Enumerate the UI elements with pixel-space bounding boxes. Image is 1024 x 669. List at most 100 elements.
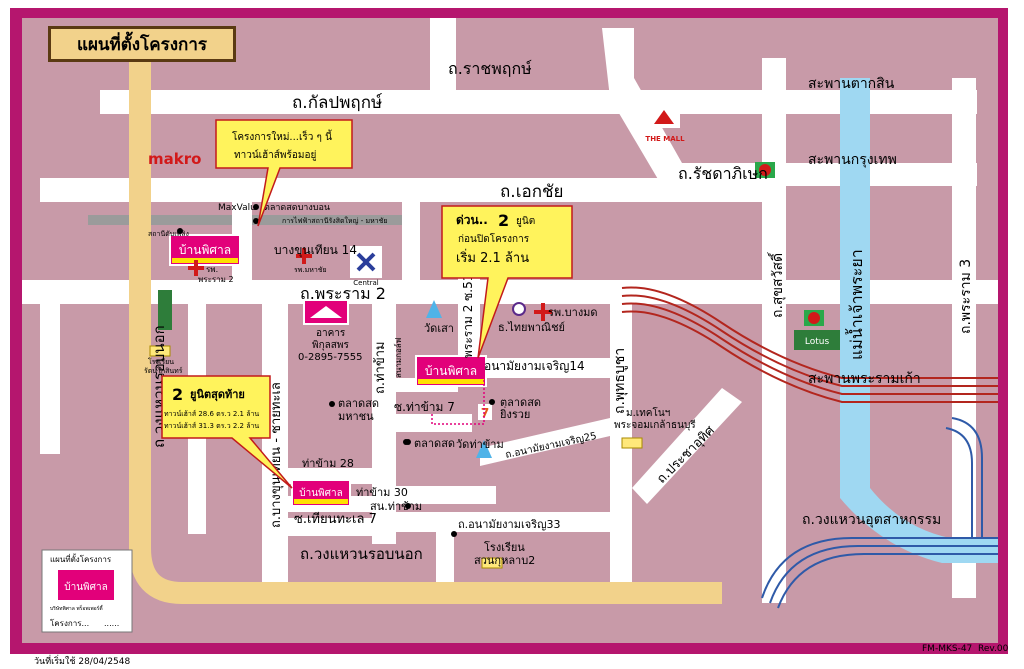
label-tha-kham-30: ท่าข้าม 30 [356, 486, 408, 499]
label-fire-station: สถานีดับเพลิง [148, 230, 189, 238]
label-hospital-rama2-a: รพ. [206, 265, 218, 274]
road-bang-khun-thian-chaitalay [262, 304, 288, 594]
label-bridge-rama9: สะพานพระรามเก้า [808, 371, 921, 387]
expressway-red [621, 286, 998, 403]
label-bang-khun-thian-chaitalay: ถ.บางขุนเทียน - ชายทะเล [268, 382, 284, 528]
lotus-icon: Lotus [794, 330, 840, 350]
location-dots [177, 204, 495, 537]
school-icon-1 [149, 345, 171, 357]
label-rama2: ถ.พระราม 2 [300, 284, 386, 303]
brand-marker-3-label: บ้านพิศาล [299, 487, 342, 499]
label-sathani-tha-kham: สน.ท่าข้าม [370, 500, 422, 513]
legend-box: แผนที่ตั้งโครงการ บ้านพิศาล บริษัทพิศาล … [41, 549, 133, 633]
legend-project-label: โครงการ... [50, 618, 89, 628]
label-hospital-mahachai: รพ.มหาชัย [294, 266, 327, 274]
road-ratchaphruek-curve [602, 28, 977, 186]
road-suksawat [762, 58, 786, 603]
label-bridge-taksin: สะพานตากสิน [808, 76, 895, 92]
legend-dots: ...... [104, 619, 119, 628]
map-svg: บ้านพิศาล บ้านพิศาล บ้านพิศาล makro [22, 18, 998, 633]
start-date: วันที่เริ่มใช้ 28/04/2548 [34, 657, 131, 667]
svg-text:ทาวน์เฮ้าส์ 28.6 ตร.ว 2.1 ล้าน: ทาวน์เฮ้าส์ 28.6 ตร.ว 2.1 ล้าน [164, 410, 259, 418]
svg-text:2: 2 [172, 385, 183, 404]
label-tha-kham-28: ท่าข้าม 28 [302, 457, 354, 470]
hospital-icon-1 [188, 260, 204, 276]
label-phikun-building: อาคาร [316, 328, 346, 339]
svg-text:ทาวน์เฮ้าส์ 31.3 ตร.ว 2.2 ล้าน: ทาวน์เฮ้าส์ 31.3 ตร.ว 2.2 ล้าน [164, 422, 259, 430]
road-left-soi [40, 304, 60, 454]
label-left-school-2: รัตนโกสินทร์ [144, 366, 183, 375]
callout-last-units: 2 ยูนิตสุดท้าย ทาวน์เฮ้าส์ 28.6 ตร.ว 2.1… [161, 375, 293, 489]
expressway-blue [761, 417, 998, 609]
makro-logo: makro [148, 150, 201, 168]
road-anamai-25 [480, 418, 610, 466]
label-talat-sot: ตลาดสด [414, 437, 455, 450]
brand-marker-1-label: บ้านพิศาล [179, 243, 231, 257]
brand-marker-1: บ้านพิศาล [169, 234, 241, 266]
label-ratchaphruek: ถ.ราชพฤกษ์ [448, 59, 532, 78]
svg-text:7: 7 [481, 406, 489, 420]
label-ratchadaphisek: ถ.รัชดาภิเษก [678, 164, 768, 183]
phikun-marker [303, 299, 349, 325]
legend-brand: บ้านพิศาล [64, 581, 107, 593]
road-lower-vertical [436, 512, 454, 582]
svg-text:Central: Central [353, 279, 379, 287]
label-rama3: ถ.พระราม 3 [958, 259, 974, 334]
svg-text:makro: makro [148, 150, 201, 168]
label-river: แม่น้ำเจ้าพระยา [845, 249, 866, 360]
temple-icon-2 [476, 440, 492, 458]
legend-tagline: บริษัทพิศาล พร็อพเพอร์ตี้ [50, 603, 104, 612]
road-sathani-tha-kham [396, 486, 496, 504]
school-icon-2 [621, 437, 643, 449]
map-title-plate: แผนที่ตั้งโครงการ [48, 26, 236, 62]
map-title: แผนที่ตั้งโครงการ [77, 34, 207, 55]
big-c-icon-2 [804, 310, 824, 326]
label-rama2-soi51: พระราม 2 ซ.51 [461, 274, 475, 358]
label-school-2: สวนกุหลาบ2 [474, 554, 535, 567]
label-kmutt-1: ม.เทคโนฯ [626, 406, 670, 419]
brand-marker-3: บ้านพิศาล [291, 479, 351, 507]
label-suksawat: ถ.สุขสวัสดิ์ [767, 251, 786, 318]
svg-text:ทาวน์เฮ้าส์พร้อมอยู่: ทาวน์เฮ้าส์พร้อมอยู่ [234, 149, 316, 161]
school-icon-3 [481, 557, 503, 569]
outer-ring-road [129, 46, 722, 604]
svg-text:โครงการใหม่...เร็ว ๆ นี้: โครงการใหม่...เร็ว ๆ นี้ [232, 129, 333, 143]
label-hospital-rama2-b: พระราม 2 [198, 275, 234, 284]
label-tha-kham: ถ.ท่าข้าม [373, 341, 388, 394]
label-talat-mahachon-2: มหาชน [338, 410, 374, 423]
label-bangmod-hospital: รพ.บางมด [548, 306, 598, 319]
label-anamai-14: อนามัยงามเจริญ14 [484, 359, 585, 373]
big-c-icon [755, 162, 775, 178]
svg-text:ยูนิตสุดท้าย: ยูนิตสุดท้าย [190, 388, 245, 402]
project-route [431, 376, 485, 425]
road-anamai-14 [480, 358, 612, 378]
label-talat-mahachon-1: ตลาดสด [338, 397, 379, 410]
road-thian-talay-7 [288, 518, 384, 536]
map-canvas: บ้านพิศาล บ้านพิศาล บ้านพิศาล makro [22, 18, 998, 643]
road-pracha-uthit [632, 388, 742, 504]
label-thian-talay-7: ซ.เทียนทะเล 7 [294, 511, 377, 527]
label-talat-yingruai-1: ตลาดสด [500, 396, 541, 409]
label-phutthabucha: ถ.พุทธบูชา [612, 348, 628, 414]
legend-title: แผนที่ตั้งโครงการ [50, 553, 112, 564]
road-bang-khun-thian-14 [232, 202, 252, 292]
seven-eleven-icon: 7 [478, 404, 492, 420]
label-wat-tha-kham: วัดท่าข้าม [456, 438, 504, 451]
label-maxvalu: MaxValu [218, 203, 256, 213]
road-phutthabucha [610, 304, 632, 604]
hospital-icon-3 [534, 303, 552, 321]
label-golf-course: สนามกอล์ฟ [393, 337, 403, 378]
chao-phraya-river [840, 78, 998, 563]
road-ekkachai [40, 178, 780, 202]
place-labels: MaxValu ตลาดสดบางบอน การไฟฟ้าสถานีรังสิต… [144, 203, 696, 567]
label-wat-sao: วัดเสา [424, 322, 454, 335]
bank-icon [512, 302, 526, 316]
label-kmutt-2: พระจอมเกล้าธนบุรี [614, 419, 696, 431]
label-thai-panich: ธ.ไทยพาณิชย์ [498, 321, 565, 334]
label-phikun-phone: 0-2895-7555 [298, 352, 362, 363]
callout-new-project: โครงการใหม่...เร็ว ๆ นี้ ทาวน์เฮ้าส์พร้อ… [215, 119, 353, 227]
brand-marker-2: บ้านพิศาล [415, 355, 487, 387]
label-bang-khun-thian-14: บางขุนเทียน 14 [274, 243, 357, 258]
label-talat-yingruai-2: ยิ่งรวย [499, 406, 530, 421]
